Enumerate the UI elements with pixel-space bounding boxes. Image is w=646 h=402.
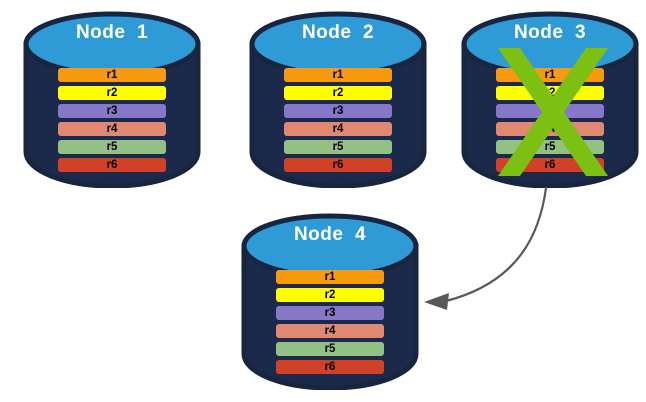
node-rows-1: r1 r2 r3 r4 r5 r6 [58,68,166,172]
row-r6[interactable]: r6 [58,158,166,172]
node-cylinder-2[interactable]: Node 2 r1 r2 r3 r4 r5 r6 [248,8,428,188]
row-r3[interactable]: r3 [58,104,166,118]
node-cylinder-3[interactable]: Node 3 r1 r2 r3 r4 r5 r6 [460,8,640,188]
row-r2[interactable]: r2 [496,86,604,100]
row-r1[interactable]: r1 [58,68,166,82]
row-r6[interactable]: r6 [284,158,392,172]
row-r3[interactable]: r3 [276,306,384,320]
row-r4[interactable]: r4 [284,122,392,136]
row-r2[interactable]: r2 [284,86,392,100]
row-r6[interactable]: r6 [496,158,604,172]
row-r6[interactable]: r6 [276,360,384,374]
row-r2[interactable]: r2 [276,288,384,302]
row-r5[interactable]: r5 [58,140,166,154]
node-rows-3: r1 r2 r3 r4 r5 r6 [496,68,604,172]
row-r2[interactable]: r2 [58,86,166,100]
row-r4[interactable]: r4 [58,122,166,136]
node-cylinder-4[interactable]: Node 4 r1 r2 r3 r4 r5 r6 [240,210,420,390]
row-r1[interactable]: r1 [496,68,604,82]
node-cylinder-1[interactable]: Node 1 r1 r2 r3 r4 r5 r6 [22,8,202,188]
node-rows-2: r1 r2 r3 r4 r5 r6 [284,68,392,172]
row-r5[interactable]: r5 [276,342,384,356]
row-r5[interactable]: r5 [496,140,604,154]
row-r4[interactable]: r4 [496,122,604,136]
row-r1[interactable]: r1 [284,68,392,82]
row-r4[interactable]: r4 [276,324,384,338]
node-rows-4: r1 r2 r3 r4 r5 r6 [276,270,384,374]
row-r3[interactable]: r3 [496,104,604,118]
row-r1[interactable]: r1 [276,270,384,284]
row-r3[interactable]: r3 [284,104,392,118]
row-r5[interactable]: r5 [284,140,392,154]
